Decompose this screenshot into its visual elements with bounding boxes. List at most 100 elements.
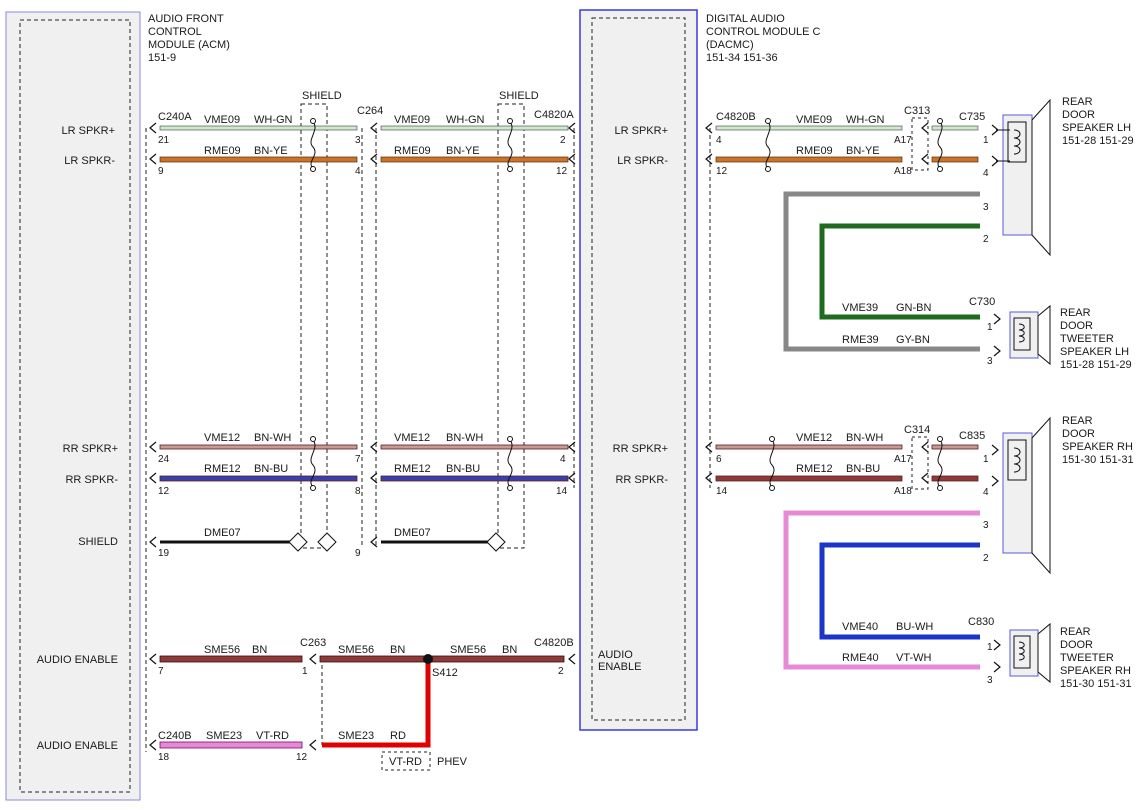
pin-acm-21: 21 — [158, 135, 170, 146]
pin-c4820a-2: 2 — [560, 135, 566, 146]
label-bnye-2: BN-YE — [446, 145, 480, 157]
dacmc-pin-lr-minus: LR SPKR- — [617, 155, 668, 167]
label-c263: C263 — [300, 637, 326, 649]
label-vme09-2: VME09 — [394, 114, 430, 126]
label-buwh: BU-WH — [896, 621, 933, 633]
pin-c264-9: 9 — [355, 548, 361, 559]
label-c240a: C240A — [158, 111, 192, 123]
wire-labels: VME09 WH-GN VME09 WH-GN VME09 WH-GN RME0… — [204, 114, 933, 768]
acm-pin-lr-minus: LR SPKR- — [64, 155, 115, 167]
wire-vme09 — [159, 125, 979, 131]
acm-title-2: CONTROL — [148, 26, 202, 38]
label-c830: C830 — [968, 616, 994, 628]
label-bnwh-1: BN-WH — [254, 432, 291, 444]
label-vme39: VME39 — [842, 302, 878, 314]
pin-c830-1: 1 — [987, 642, 993, 653]
rh-speaker-label-4: 151-30 151-31 — [1062, 454, 1134, 466]
label-c4820b-top: C4820B — [716, 111, 756, 123]
label-rme09-3: RME09 — [796, 145, 833, 157]
label-bnwh-3: BN-WH — [846, 432, 883, 444]
dacmc-pin-rr-plus: RR SPKR+ — [613, 443, 668, 455]
label-vme09-3: VME09 — [796, 114, 832, 126]
label-c4820a: C4820A — [534, 109, 574, 121]
pin-acm-24: 24 — [158, 454, 170, 465]
label-c264: C264 — [357, 105, 383, 117]
label-gybn: GY-BN — [896, 334, 930, 346]
wire-rme12 — [159, 475, 979, 482]
label-rme39: RME39 — [842, 334, 879, 346]
label-vtrd-box: VT-RD — [389, 756, 422, 768]
label-vme12-3: VME12 — [796, 432, 832, 444]
pin-c4820a-14: 14 — [556, 486, 568, 497]
pin-c4820a-12: 12 — [556, 166, 568, 177]
pin-c4820b-4: 4 — [716, 135, 722, 146]
dacmc-title-2: CONTROL MODULE C — [706, 26, 821, 38]
label-phev: PHEV — [437, 756, 468, 768]
lh-tweeter-label-3: TWEETER — [1060, 333, 1114, 345]
twist-dots — [310, 118, 943, 491]
dacmc-title-3: (DACMC) — [706, 39, 754, 51]
label-sme23: SME23 — [206, 730, 242, 742]
acm-pin-rr-plus: RR SPKR+ — [63, 443, 118, 455]
pin-c313-a17: A17 — [894, 135, 912, 146]
pin-c735-4: 4 — [983, 168, 989, 179]
label-rme12-3: RME12 — [796, 463, 833, 475]
label-bnye-1: BN-YE — [254, 145, 288, 157]
connector-labels: C240A C264 C4820A C4820B C313 C735 C730 … — [158, 105, 995, 742]
acm-pin-audio-enable-1: AUDIO ENABLE — [37, 654, 118, 666]
dacmc-module: DIGITAL AUDIO CONTROL MODULE C (DACMC) 1… — [579, 9, 821, 731]
label-s412: S412 — [432, 667, 458, 679]
dacmc-pin-lr-plus: LR SPKR+ — [615, 125, 669, 137]
lh-tweeter-label-2: DOOR — [1060, 320, 1093, 332]
label-whgn-2: WH-GN — [446, 114, 485, 126]
wire-sme23 — [159, 662, 431, 749]
connector-arrows-right — [991, 124, 1001, 673]
wire-sme56 — [159, 655, 565, 663]
label-bn-3: BN — [502, 644, 517, 656]
rh-tweeter-label-1: REAR — [1060, 626, 1091, 638]
pin-c4820b-2: 2 — [558, 666, 564, 677]
lh-tweeter-label-5: 151-28 151-29 — [1060, 359, 1132, 371]
pin-c313-a18: A18 — [894, 166, 912, 177]
rh-tweeter-label-4: SPEAKER RH — [1060, 665, 1131, 677]
label-bnbu-1: BN-BU — [254, 463, 288, 475]
acm-pin-shield: SHIELD — [78, 536, 118, 548]
wire-vme12 — [159, 444, 979, 450]
pin-acm-7: 7 — [158, 666, 164, 677]
pin-c835-3: 3 — [983, 520, 989, 531]
pin-c264-3: 3 — [355, 135, 361, 146]
label-gnbn: GN-BN — [896, 302, 932, 314]
acm-title-3: MODULE (ACM) — [148, 39, 230, 51]
pin-c730-1: 1 — [987, 322, 993, 333]
label-vtrd: VT-RD — [256, 730, 289, 742]
twist-marks — [310, 121, 943, 488]
label-c835: C835 — [959, 430, 985, 442]
pin-c735-2: 2 — [983, 234, 989, 245]
wire-rme09 — [159, 156, 979, 163]
label-bnbu-3: BN-BU — [846, 463, 880, 475]
lh-speaker-label-4: 151-28 151-29 — [1062, 135, 1134, 147]
splice-s412 — [423, 654, 433, 664]
label-bn-1: BN — [252, 644, 267, 656]
wire-lh-speaker-loop — [783, 191, 980, 352]
acm-title-4: 151-9 — [148, 52, 176, 64]
acm-pin-audio-enable-2: AUDIO ENABLE — [37, 740, 118, 752]
pin-c4820b-6: 6 — [716, 454, 722, 465]
label-rd: RD — [390, 730, 406, 742]
lh-speaker — [996, 98, 1051, 257]
acm-module: AUDIO FRONT CONTROL MODULE (ACM) 151-9 L… — [5, 11, 230, 801]
shield-label-2: SHIELD — [499, 90, 539, 102]
acm-title-1: AUDIO FRONT — [148, 13, 224, 25]
pin-acm-18: 18 — [158, 752, 170, 763]
label-c730: C730 — [969, 296, 995, 308]
label-bnye-3: BN-YE — [846, 145, 880, 157]
rh-speaker-label-3: SPEAKER RH — [1062, 441, 1133, 453]
rh-tweeter-label-3: TWEETER — [1060, 652, 1114, 664]
pin-c835-4: 4 — [983, 487, 989, 498]
lh-tweeter — [1009, 304, 1051, 366]
label-vme12-1: VME12 — [204, 432, 240, 444]
pin-c4820b-12: 12 — [716, 166, 728, 177]
label-rme12-1: RME12 — [204, 463, 241, 475]
dacmc-pin-rr-minus: RR SPKR- — [615, 474, 668, 486]
